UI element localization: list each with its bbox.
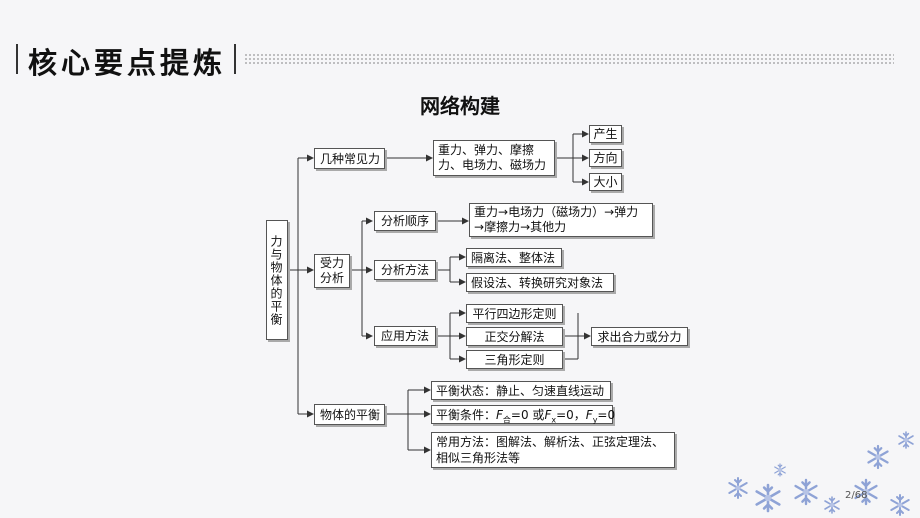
header-dotted-line	[244, 53, 894, 65]
orthogonal-decomposition-box: 正交分解法	[466, 327, 563, 346]
condition-sub-x: x	[551, 415, 557, 425]
orthogonal-decomposition: 正交分解法	[484, 330, 545, 344]
equilibrium-state: 平衡状态：静止、匀速直线运动	[436, 384, 605, 398]
condition-fy: F	[585, 408, 593, 422]
method-hypothesis: 假设法、转换研究对象法	[471, 276, 604, 290]
application-node: 应用方法	[374, 326, 436, 346]
seq-elastic: 弹力	[614, 205, 639, 219]
section-header: 核心要点提炼	[0, 38, 920, 80]
condition-f-net: F	[496, 408, 503, 422]
arrow-right-icon: →	[498, 205, 509, 219]
forces-label: 几种常见力	[320, 152, 381, 166]
common-methods-line1: 常用方法：图解法、解析法、正弦定理法、	[436, 435, 665, 449]
arrow-right-icon: →	[520, 220, 531, 234]
method-isolation: 隔离法、整体法	[471, 251, 556, 265]
arrow-right-icon: →	[474, 220, 485, 234]
attr-production: 产生	[593, 127, 618, 141]
condition-sub-y: y	[592, 415, 598, 425]
equilibrium-state-box: 平衡状态：静止、匀速直线运动	[431, 381, 611, 400]
parallelogram-rule: 平行四边形定则	[472, 307, 557, 321]
force-types-box: 重力、弹力、摩擦力、电场力、磁场力	[433, 140, 555, 176]
equilibrium-condition-box: 平衡条件：F合=0 或Fx=0，Fy=0	[431, 405, 616, 425]
methods-node: 分析方法	[374, 260, 436, 280]
section-title: 核心要点提炼	[28, 46, 227, 80]
seq-friction: 摩擦力	[484, 220, 521, 234]
application-label: 应用方法	[380, 329, 429, 343]
attr-magnitude-box: 大小	[589, 173, 622, 191]
header-right-bar	[234, 44, 236, 74]
order-node: 分析顺序	[374, 211, 436, 231]
arrow-right-icon: →	[604, 205, 615, 219]
attr-direction-box: 方向	[589, 149, 622, 167]
result-text: 求出合力或分力	[597, 330, 682, 344]
method-isolation-box: 隔离法、整体法	[466, 248, 562, 267]
condition-sub-net: 合	[502, 415, 511, 425]
condition-eq2: =0，	[556, 408, 586, 422]
condition-fx: F	[544, 408, 552, 422]
common-methods-box: 常用方法：图解法、解析法、正弦定理法、 相似三角形法等	[431, 432, 675, 468]
seq-gravity: 重力	[474, 205, 499, 219]
attr-direction: 方向	[593, 151, 618, 165]
force-types-text: 重力、弹力、摩擦力、电场力、磁场力	[438, 143, 547, 172]
condition-eq3: =0	[597, 408, 616, 422]
triangle-rule: 三角形定则	[484, 353, 545, 367]
header-left-bar	[16, 44, 18, 74]
forces-node: 几种常见力	[314, 148, 385, 169]
seq-electric: 电场力（磁场力）	[508, 205, 605, 219]
condition-prefix: 平衡条件：	[436, 408, 497, 422]
parallelogram-rule-box: 平行四边形定则	[466, 304, 563, 323]
equilibrium-label: 物体的平衡	[320, 408, 381, 422]
root-label: 力与物体的平衡	[269, 234, 283, 326]
page-number: 2/68	[845, 490, 868, 501]
methods-label: 分析方法	[380, 263, 429, 277]
order-label: 分析顺序	[380, 214, 429, 228]
order-sequence-box: 重力→电场力（磁场力）→弹力→摩擦力→其他力	[469, 203, 653, 237]
equilibrium-node: 物体的平衡	[314, 404, 385, 425]
analysis-label: 受力分析	[319, 256, 344, 285]
condition-eq1: =0 或	[510, 408, 545, 422]
seq-other: 其他力	[530, 220, 567, 234]
diagram-title: 网络构建	[420, 94, 500, 118]
method-hypothesis-box: 假设法、转换研究对象法	[466, 273, 614, 292]
result-box: 求出合力或分力	[591, 327, 688, 346]
common-methods-line2: 相似三角形法等	[436, 451, 521, 465]
attr-magnitude: 大小	[593, 175, 618, 189]
root-node: 力与物体的平衡	[266, 220, 288, 340]
triangle-rule-box: 三角形定则	[466, 350, 563, 369]
attr-production-box: 产生	[589, 125, 622, 143]
analysis-node: 受力分析	[314, 254, 350, 288]
